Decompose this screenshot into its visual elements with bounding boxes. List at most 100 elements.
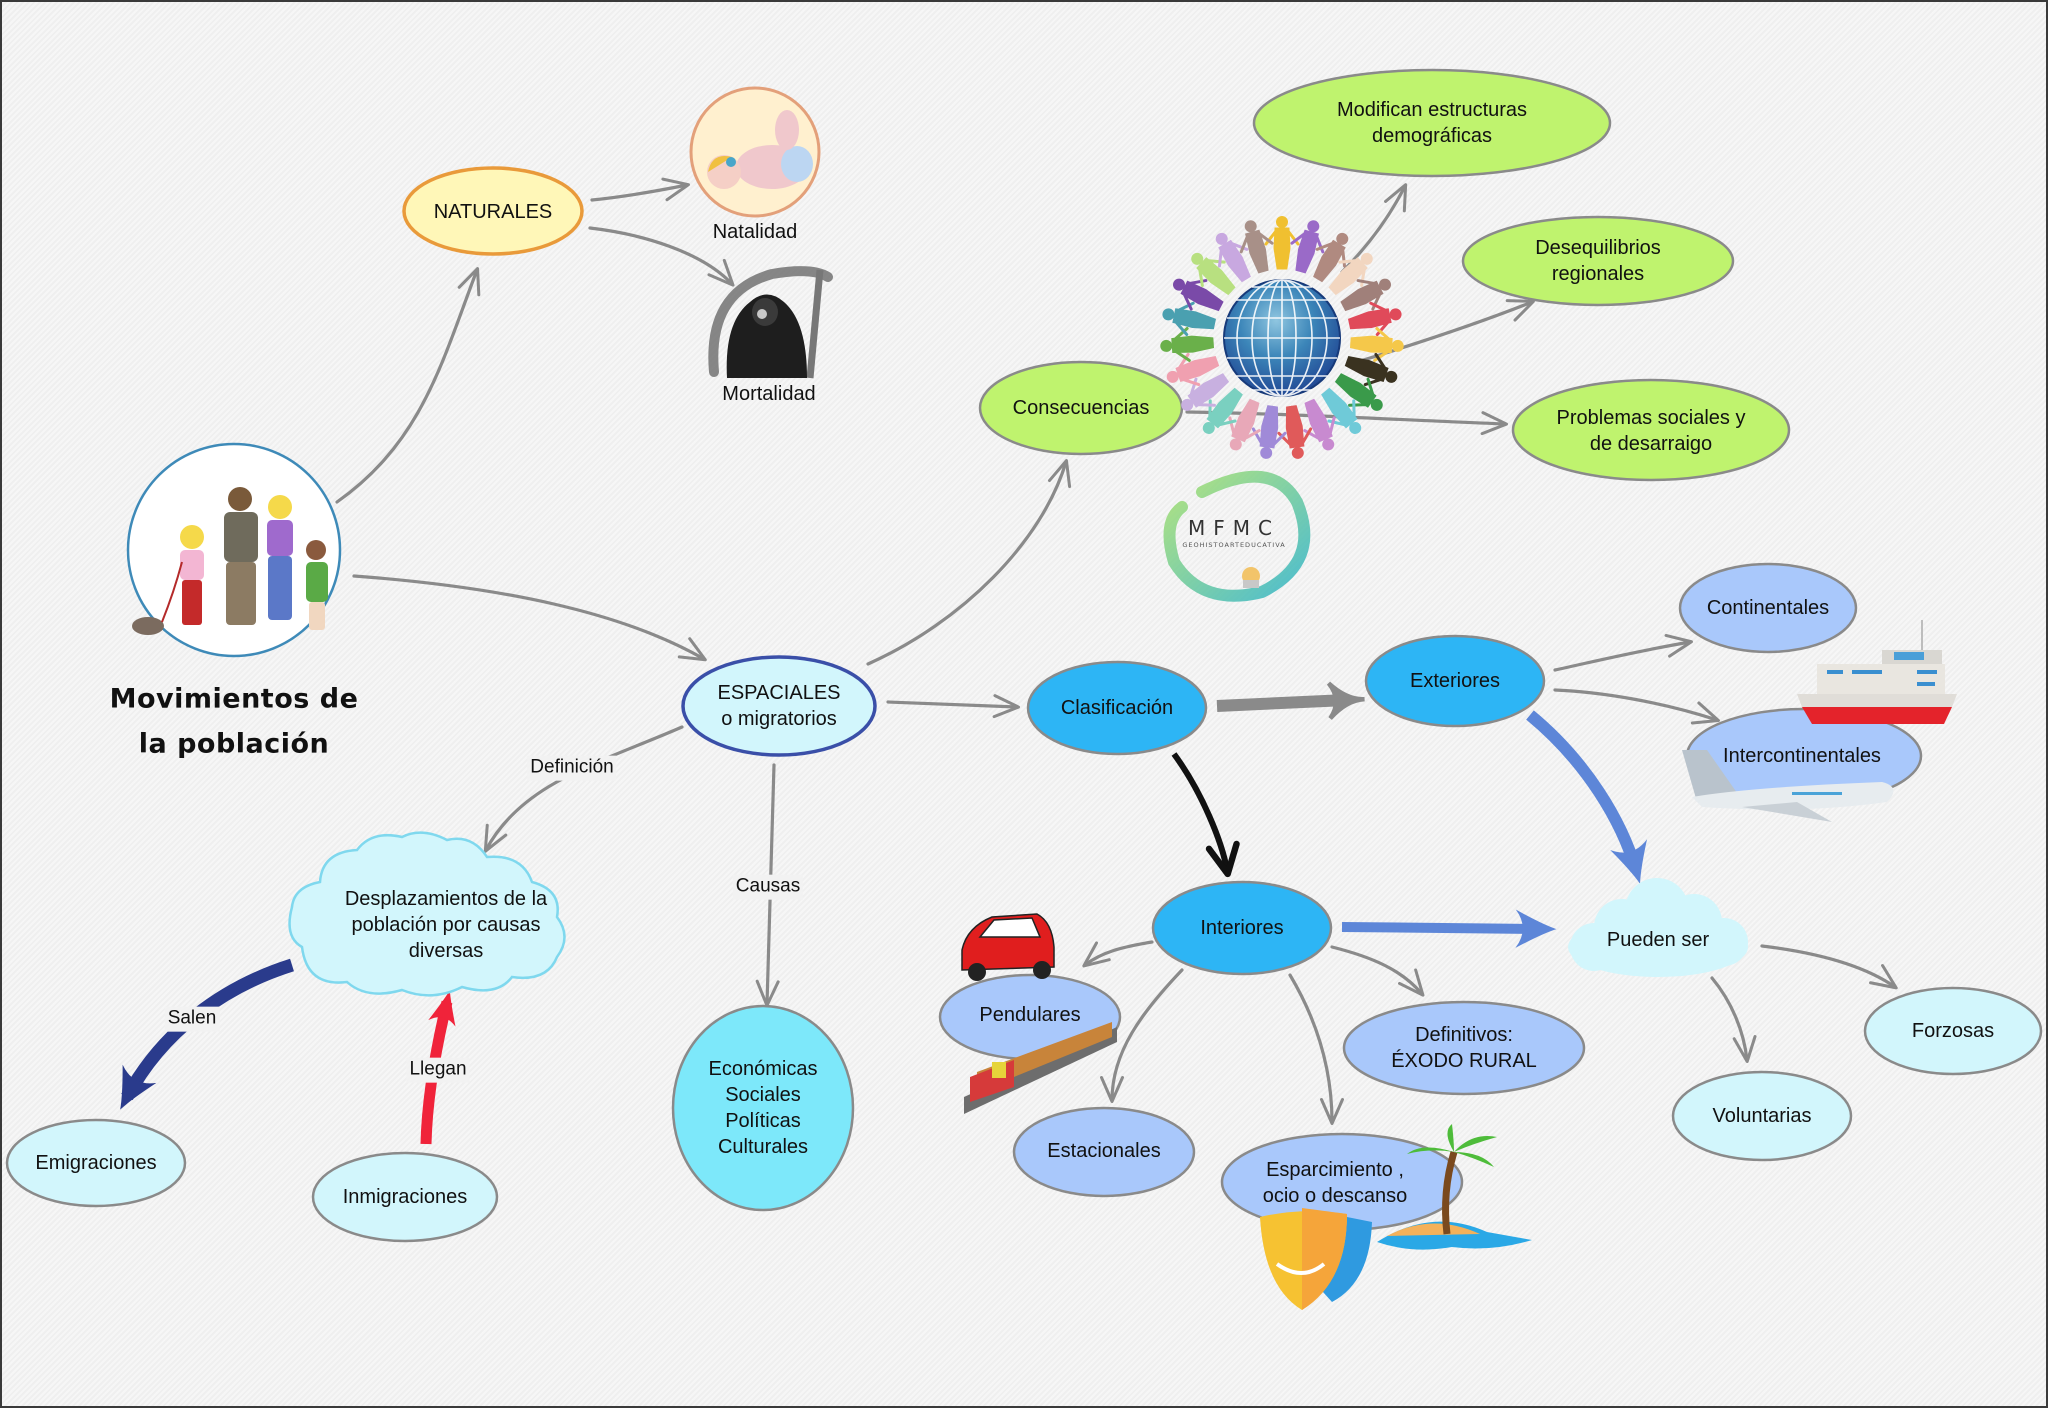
pueden-ser-label: Pueden ser xyxy=(1606,929,1710,951)
esparcimiento-line-1: Esparcimiento , xyxy=(1266,1159,1404,1181)
problemas-label: Problemas sociales y de desarraigo xyxy=(1557,405,1746,457)
people-figure xyxy=(1290,220,1325,274)
modifican-line-2: demográficas xyxy=(1371,125,1493,147)
theater-masks-icon xyxy=(1260,1208,1372,1310)
definitivos-label: Definitivos: ÉXODO RURAL xyxy=(1391,1022,1537,1074)
espaciales-node[interactable] xyxy=(681,655,877,757)
people-figure xyxy=(1328,252,1373,296)
causas-node[interactable] xyxy=(671,1004,855,1212)
esparcimiento-line-2: ocio o descanso xyxy=(1262,1185,1408,1207)
connectors xyxy=(335,177,1898,1125)
people-figure xyxy=(1349,326,1404,362)
edge-consecuencias-to-modifican xyxy=(1340,183,1408,274)
edge-interiores-to-pendulares xyxy=(1082,940,1154,968)
edge-label-llegan: Llegan xyxy=(406,1057,470,1083)
desplazamientos-line-3: diversas xyxy=(408,940,484,962)
edge-naturales-to-natalidad xyxy=(590,177,690,202)
natalidad-label: Natalidad xyxy=(712,221,798,243)
desplazamientos-cloud[interactable] xyxy=(288,831,566,997)
inmigraciones-label: Inmigraciones xyxy=(342,1186,468,1208)
problemas-line-1: Problemas sociales y xyxy=(1556,407,1746,429)
clasificacion-node[interactable] xyxy=(1026,660,1208,756)
cruise-ship-icon xyxy=(1797,620,1957,724)
definitivos-line-1: Definitivos: xyxy=(1415,1024,1513,1046)
airplane-icon xyxy=(1682,750,1894,822)
edge-exteriores-to-continentales xyxy=(1553,633,1693,672)
people-figure xyxy=(1313,232,1349,283)
grim-reaper-icon xyxy=(708,266,833,379)
problemas-line-2: de desarraigo xyxy=(1589,433,1713,455)
inmigraciones-node[interactable] xyxy=(311,1151,499,1243)
baby-icon xyxy=(689,86,821,218)
espaciales-line-1: ESPACIALES xyxy=(717,682,841,704)
desplazamientos-label: Desplazamientos de la población por caus… xyxy=(345,886,547,964)
title-line-1: Movimientos de xyxy=(109,683,359,715)
voluntarias-node[interactable] xyxy=(1671,1070,1853,1162)
espaciales-label: ESPACIALES o migratorios xyxy=(717,680,840,732)
exteriores-node[interactable] xyxy=(1364,634,1546,728)
definitivos-node[interactable] xyxy=(1342,1000,1586,1096)
estacionales-label: Estacionales xyxy=(1047,1140,1161,1162)
causas-list: Económicas Sociales Políticas Culturales xyxy=(709,1056,818,1160)
people-figure xyxy=(1334,373,1383,411)
people-figure xyxy=(1191,252,1236,296)
palm-island-icon xyxy=(1377,1124,1532,1250)
naturales-label: NATURALES xyxy=(433,201,553,223)
desequilibrios-node[interactable] xyxy=(1461,215,1735,307)
edge-interiores-to-definitivos xyxy=(1330,945,1425,997)
consecuencias-node[interactable] xyxy=(978,360,1184,456)
modifican-node[interactable] xyxy=(1252,68,1612,178)
emigraciones-node[interactable] xyxy=(5,1118,187,1208)
mfmc-logo-text: MFMC GEOHISTOARTEDUCATIVA xyxy=(1182,515,1285,549)
edge-puedenser-to-voluntarias xyxy=(1710,976,1757,1063)
edge-puedenser-to-forzosas xyxy=(1760,944,1898,990)
people-figure xyxy=(1264,216,1300,270)
train-icon xyxy=(964,1022,1117,1114)
pueden-ser-cloud[interactable] xyxy=(1568,878,1748,977)
naturales-node[interactable] xyxy=(402,166,584,256)
desplazamientos-line-1: Desplazamientos de la xyxy=(344,888,548,910)
causa-item: Culturales xyxy=(717,1136,809,1158)
causa-item: Económicas xyxy=(708,1058,818,1080)
people-figure xyxy=(1239,220,1274,274)
forzosas-label: Forzosas xyxy=(1911,1020,1995,1042)
edge-exteriores-to-puedenser xyxy=(1526,710,1648,884)
interiores-node[interactable] xyxy=(1151,880,1333,976)
people-figure xyxy=(1321,387,1362,434)
desequilibrios-line-1: Desequilibrios xyxy=(1535,237,1661,259)
emigraciones-label: Emigraciones xyxy=(35,1152,157,1174)
edge-interiores-to-esparcimiento xyxy=(1288,973,1344,1125)
people-figure xyxy=(1215,232,1251,283)
intercontinentales-label: Intercontinentales xyxy=(1723,745,1881,767)
mfmc-logo xyxy=(1163,470,1311,602)
edge-exteriores-to-intercontinentales xyxy=(1553,688,1720,725)
desequilibrios-label: Desequilibrios regionales xyxy=(1535,235,1661,287)
people-figure xyxy=(1160,326,1215,362)
causa-item: Sociales xyxy=(725,1084,801,1106)
estacionales-node[interactable] xyxy=(1012,1106,1196,1198)
consecuencias-label: Consecuencias xyxy=(1012,397,1150,419)
edge-main-to-naturales xyxy=(335,267,481,504)
edge-label-definicion: Definición xyxy=(527,755,617,781)
esparcimiento-label: Esparcimiento , ocio o descanso xyxy=(1263,1157,1408,1209)
people-figure xyxy=(1181,373,1230,411)
continentales-node[interactable] xyxy=(1678,562,1858,654)
edge-espaciales-to-consecuencias xyxy=(866,459,1072,666)
title-line-2: la población xyxy=(138,728,330,759)
people-figure xyxy=(1347,301,1402,337)
people-figure xyxy=(1340,278,1391,312)
desplazamientos-line-2: población por causas xyxy=(351,914,541,936)
people-figure xyxy=(1277,405,1313,459)
definitivos-line-2: ÉXODO RURAL xyxy=(1391,1050,1537,1072)
desequilibrios-line-2: regionales xyxy=(1551,263,1645,285)
edge-consecuencias-to-desequilibrios xyxy=(1355,299,1535,364)
forzosas-node[interactable] xyxy=(1863,986,2043,1076)
red-car-icon xyxy=(961,913,1055,981)
people-figure xyxy=(1251,405,1287,459)
interiores-label: Interiores xyxy=(1200,917,1284,939)
mortalidad-label: Mortalidad xyxy=(722,383,816,405)
modifican-line-1: Modifican estructuras xyxy=(1336,99,1528,121)
problemas-node[interactable] xyxy=(1511,378,1791,482)
